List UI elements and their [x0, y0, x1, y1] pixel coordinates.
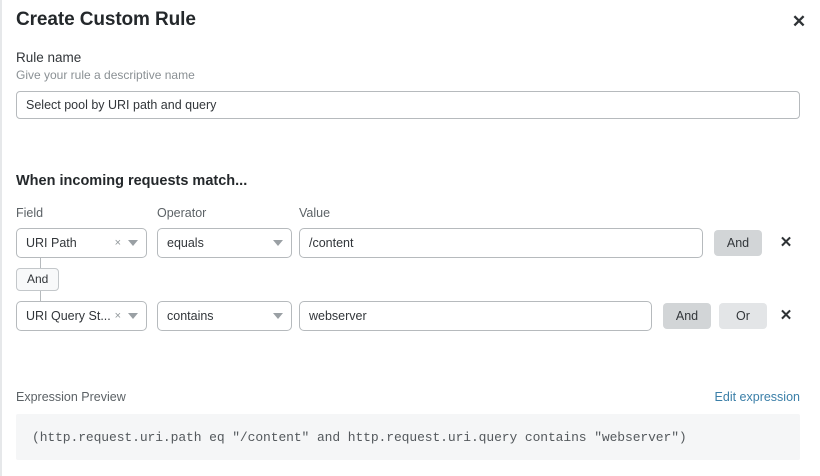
- and-button-row-2[interactable]: And: [663, 303, 711, 329]
- value-input-row-1[interactable]: [299, 228, 703, 258]
- column-header-operator: Operator: [157, 206, 207, 220]
- operator-select-value-row-2: contains: [167, 309, 214, 323]
- group-connector-and[interactable]: And: [16, 268, 60, 291]
- field-select-row-2[interactable]: URI Query St... ×: [16, 301, 147, 331]
- expression-preview-text: (http.request.uri.path eq "/content" and…: [32, 429, 687, 445]
- edit-expression-link[interactable]: Edit expression: [714, 390, 800, 404]
- close-icon[interactable]: ✕: [786, 8, 812, 34]
- expression-preview-code-block: (http.request.uri.path eq "/content" and…: [16, 414, 800, 460]
- operator-select-row-2[interactable]: contains: [157, 301, 292, 331]
- delete-condition-row-2[interactable]: ✕: [775, 301, 797, 331]
- clear-icon[interactable]: ×: [114, 310, 121, 322]
- operator-select-value-row-1: equals: [167, 236, 204, 250]
- chevron-down-icon: [128, 313, 138, 319]
- column-header-value: Value: [299, 206, 331, 220]
- field-select-value-row-2: URI Query St...: [26, 309, 111, 323]
- rule-name-description: Give your rule a descriptive name: [16, 68, 195, 82]
- condition-column-headers: Field Operator Value: [2, 206, 820, 222]
- connector-line-top: [40, 258, 41, 269]
- condition-row: URI Path × equals And ✕: [2, 228, 820, 258]
- match-section-heading: When incoming requests match...: [16, 173, 248, 189]
- delete-condition-row-1[interactable]: ✕: [775, 228, 797, 258]
- expression-preview-header: Expression Preview Edit expression: [16, 390, 800, 406]
- field-select-row-1[interactable]: URI Path ×: [16, 228, 147, 258]
- expression-preview-label: Expression Preview: [16, 390, 126, 404]
- value-input-row-2[interactable]: [299, 301, 652, 331]
- or-button-row-2[interactable]: Or: [719, 303, 767, 329]
- clear-icon[interactable]: ×: [114, 237, 121, 249]
- rule-name-input[interactable]: [16, 91, 800, 119]
- connector-line-bottom: [40, 291, 41, 301]
- page-title: Create Custom Rule: [16, 9, 196, 30]
- chevron-down-icon: [128, 240, 138, 246]
- rule-name-label: Rule name: [16, 50, 82, 65]
- field-select-value-row-1: URI Path: [26, 236, 77, 250]
- rule-name-section: Rule name Give your rule a descriptive n…: [16, 50, 800, 119]
- chevron-down-icon: [273, 313, 283, 319]
- condition-row: URI Query St... × contains And Or ✕: [2, 301, 820, 331]
- and-button-row-1[interactable]: And: [714, 230, 762, 256]
- operator-select-row-1[interactable]: equals: [157, 228, 292, 258]
- chevron-down-icon: [273, 240, 283, 246]
- column-header-field: Field: [16, 206, 44, 220]
